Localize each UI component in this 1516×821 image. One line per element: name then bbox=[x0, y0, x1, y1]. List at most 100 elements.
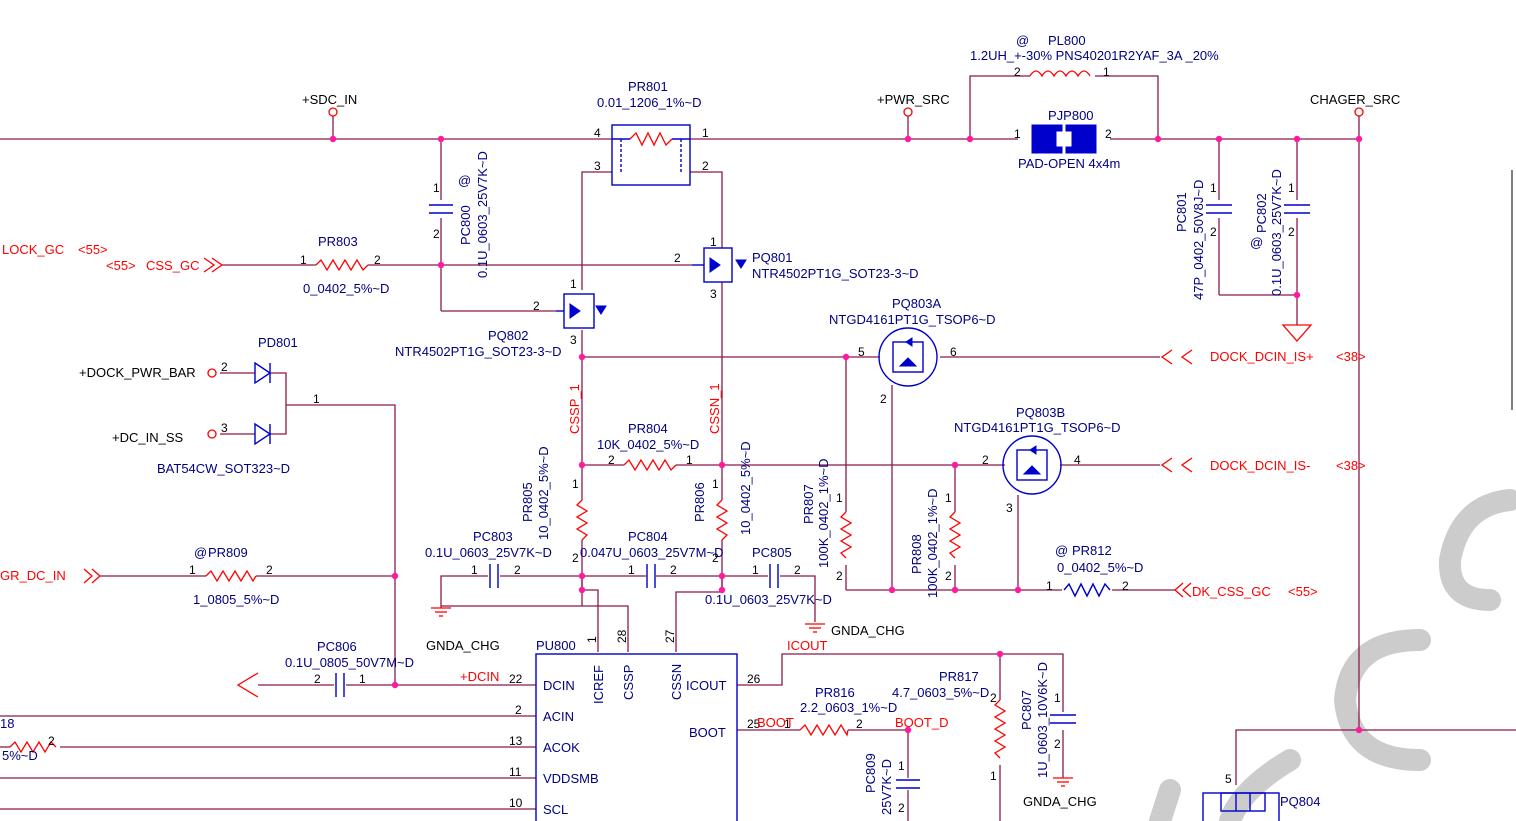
net-pwr-src: +PWR_SRC bbox=[877, 92, 950, 107]
pr803-ref: PR803 bbox=[318, 234, 358, 249]
pr812-value: 0_0402_5%~D bbox=[1057, 560, 1143, 575]
svg-text:6: 6 bbox=[950, 345, 957, 359]
inductor-pl800 bbox=[1029, 70, 1091, 78]
svg-text:1: 1 bbox=[752, 563, 759, 577]
pu800-pin-cssp: CSSP bbox=[621, 665, 636, 700]
pr809-value: 1_0805_5%~D bbox=[193, 592, 279, 607]
svg-text:10: 10 bbox=[509, 796, 523, 810]
net-dk-css-gc: DK_CSS_GC bbox=[1192, 584, 1271, 599]
watermark bbox=[1149, 489, 1516, 821]
net-sdc-in: +SDC_IN bbox=[302, 92, 357, 107]
svg-text:2: 2 bbox=[608, 453, 615, 467]
pl800-mark: @ bbox=[1016, 33, 1029, 48]
mosfet-pq802 bbox=[556, 293, 607, 329]
svg-text:1: 1 bbox=[570, 277, 577, 291]
svg-text:2: 2 bbox=[1014, 65, 1021, 79]
resistor-pr808 bbox=[948, 511, 962, 559]
pu800-pin-icout: ICOUT bbox=[686, 678, 727, 693]
pr805-ref: PR805 bbox=[520, 482, 535, 522]
svg-text:2: 2 bbox=[514, 563, 521, 577]
pc806-value: 0.1U_0805_50V7M~D bbox=[285, 655, 414, 670]
pr801-ref: PR801 bbox=[628, 79, 668, 94]
capacitor-pc804 bbox=[646, 564, 656, 588]
pd801-ref: PD801 bbox=[258, 335, 298, 350]
net-boot: BOOT bbox=[757, 715, 794, 730]
svg-text:2: 2 bbox=[674, 251, 681, 265]
svg-text:3: 3 bbox=[594, 159, 601, 173]
offpage-arrow-gr-dc-in bbox=[83, 568, 101, 584]
svg-text:1: 1 bbox=[990, 769, 997, 783]
pc802-value: 0.1U_0603_25V7K~D bbox=[1269, 169, 1284, 296]
pr816-value: 2.2_0603_1%~D bbox=[800, 700, 897, 715]
pq803b-ref: PQ803B bbox=[1016, 405, 1065, 420]
ref-dk-css-gc: <55> bbox=[1288, 584, 1318, 599]
pjp800-ref: PJP800 bbox=[1048, 108, 1094, 123]
mosfet-pq804 bbox=[1202, 792, 1280, 821]
svg-text:11: 11 bbox=[509, 765, 522, 779]
svg-text:3: 3 bbox=[710, 287, 717, 301]
svg-text:2: 2 bbox=[433, 227, 440, 241]
capacitor-pc807 bbox=[1050, 714, 1076, 724]
pd801-value: BAT54CW_SOT323~D bbox=[157, 461, 290, 476]
pc801-ref: PC801 bbox=[1174, 192, 1189, 232]
pr809-ref: PR809 bbox=[208, 545, 248, 560]
power-pin-chager-src bbox=[1354, 107, 1364, 117]
net-lock-gc: LOCK_GC bbox=[2, 242, 64, 257]
svg-text:1: 1 bbox=[898, 759, 905, 773]
pc807-value: 1U_0603_10V6K~D bbox=[1035, 662, 1050, 778]
pr807-ref: PR807 bbox=[801, 484, 816, 524]
ground-gnda-2 bbox=[805, 623, 825, 633]
pc805-ref: PC805 bbox=[752, 545, 792, 560]
svg-text:2: 2 bbox=[572, 551, 579, 565]
pq803a-ref: PQ803A bbox=[892, 296, 941, 311]
pr807-value: 100K_0402_1%~D bbox=[816, 458, 831, 568]
capacitor-pc805 bbox=[769, 564, 779, 588]
net-dock-pwr-bar: +DOCK_PWR_BAR bbox=[79, 365, 196, 380]
diode-pd801 bbox=[207, 361, 272, 446]
svg-text:2: 2 bbox=[374, 253, 381, 267]
svg-text:1: 1 bbox=[313, 392, 320, 406]
pr804-ref: PR804 bbox=[628, 421, 668, 436]
svg-text:2: 2 bbox=[712, 551, 719, 565]
svg-text:2: 2 bbox=[266, 563, 273, 577]
pq801-value: NTR4502PT1G_SOT23-3~D bbox=[752, 266, 919, 281]
svg-text:2: 2 bbox=[982, 453, 989, 467]
ref-css-gc: <55> bbox=[106, 258, 136, 273]
net-icout: ICOUT bbox=[787, 638, 828, 653]
svg-text:5: 5 bbox=[1225, 772, 1232, 786]
resistor-pr809 bbox=[205, 569, 257, 583]
svg-text:26: 26 bbox=[747, 672, 761, 686]
capacitor-pc800 bbox=[429, 204, 453, 214]
pu800-pin-acin: ACIN bbox=[543, 709, 574, 724]
offpage-arrow-dock-is-minus bbox=[1160, 457, 1193, 473]
svg-text:2: 2 bbox=[1122, 579, 1129, 593]
svg-text:1: 1 bbox=[686, 453, 693, 467]
ground-symbol bbox=[1281, 324, 1313, 342]
svg-text:3: 3 bbox=[1006, 501, 1013, 515]
svg-text:2: 2 bbox=[1288, 225, 1295, 239]
net-css-gc: CSS_GC bbox=[146, 258, 199, 273]
svg-text:2: 2 bbox=[702, 159, 709, 173]
svg-text:1: 1 bbox=[945, 491, 952, 505]
pc803-ref: PC803 bbox=[473, 529, 513, 544]
net-dock-dcin-is-minus: DOCK_DCIN_IS- bbox=[1210, 458, 1310, 473]
svg-text:27: 27 bbox=[663, 629, 677, 643]
pr817-ref: PR817 bbox=[939, 669, 979, 684]
svg-text:2: 2 bbox=[48, 734, 55, 748]
offpage-arrow-dock-is-plus bbox=[1160, 349, 1193, 365]
capacitor-pc809 bbox=[896, 779, 920, 789]
offpage-arrow-css-gc bbox=[203, 257, 224, 273]
svg-text:2: 2 bbox=[836, 569, 843, 583]
pr801-value: 0.01_1206_1%~D bbox=[597, 95, 701, 110]
svg-text:1: 1 bbox=[1046, 579, 1053, 593]
net-chager-src: CHAGER_SRC bbox=[1310, 92, 1400, 107]
net-gnda-3: GNDA_CHG bbox=[1023, 794, 1097, 809]
svg-text:5: 5 bbox=[858, 345, 865, 359]
pc803-value: 0.1U_0603_25V7K~D bbox=[425, 545, 552, 560]
resistor-pr812 bbox=[1063, 582, 1111, 598]
pu800-pin-dcin: DCIN bbox=[543, 678, 575, 693]
power-pin-sdc-in bbox=[328, 107, 338, 117]
pc807-ref: PC807 bbox=[1019, 690, 1034, 730]
resistor-pr817 bbox=[993, 699, 1007, 759]
svg-text:4: 4 bbox=[1074, 453, 1081, 467]
